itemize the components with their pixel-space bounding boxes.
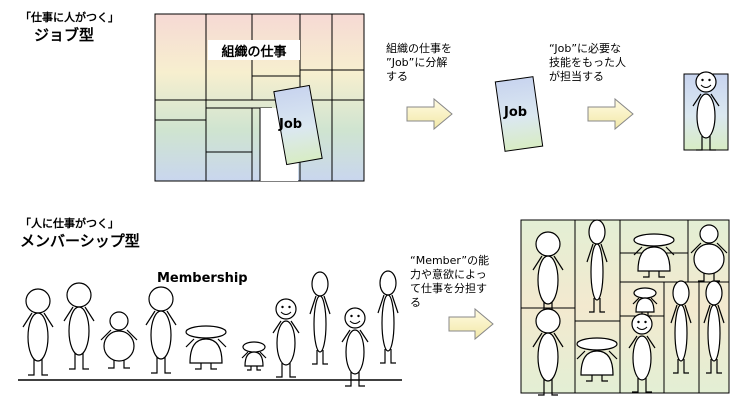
job-label-in-org: Job (279, 117, 303, 132)
share-caption: “Member”の能 力や意欲によっ て仕事を分担す る (410, 254, 490, 309)
job-title: ジョブ型 (34, 26, 95, 44)
job-tagline: 「仕事に人がつく」 (20, 11, 119, 24)
job-card-separated (494, 76, 544, 152)
job-label-separated: Job (504, 105, 528, 120)
arrow-assign (587, 97, 634, 131)
job-card-in-organization (273, 84, 323, 166)
member-group (18, 270, 402, 387)
member-work-grid (520, 219, 730, 396)
member-title: メンバーシップ型 (20, 232, 140, 250)
organization-work-label: 組織の仕事 (221, 45, 287, 60)
member-tagline: 「人に仕事がつく」 (20, 217, 119, 230)
assign-caption: “Job”に必要な 技能をもった人 が担当する (549, 42, 626, 83)
arrow-share (448, 307, 494, 341)
organization-work-block (154, 13, 365, 182)
job-holder (683, 71, 729, 151)
decompose-caption: 組織の仕事を ”Job”に分解 する (386, 42, 452, 83)
arrow-decompose (406, 97, 453, 131)
membership-label: Membership (157, 271, 248, 286)
